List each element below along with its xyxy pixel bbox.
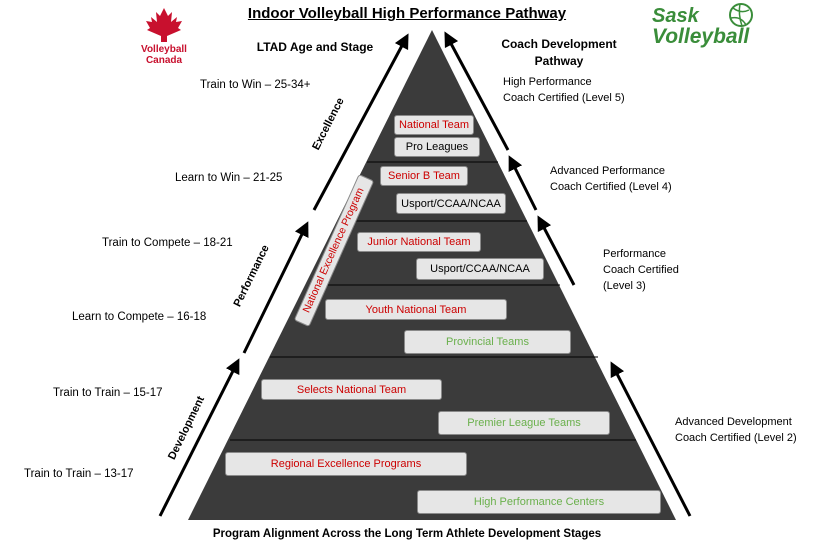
footer-caption: Program Alignment Across the Long Term A… [212, 528, 602, 540]
coach-level-2-line-2: Coach Certified (Level 2) [675, 432, 797, 444]
program-box: Usport/CCAA/NCAA [416, 258, 544, 280]
vc-logo-line-1: Volleyball [141, 44, 187, 55]
coach-level-5: High Performance Coach Certified (Level … [503, 74, 625, 106]
ltad-stage-learn-to-compete: Learn to Compete – 16-18 [72, 311, 207, 323]
program-box: Regional Excellence Programs [225, 452, 467, 476]
ltad-heading: LTAD Age and Stage [256, 40, 374, 54]
program-box: Youth National Team [325, 299, 507, 320]
program-box: High Performance Centers [417, 490, 661, 514]
volleyball-icon [729, 3, 753, 27]
coach-level-2: Advanced Development Coach Certified (Le… [675, 414, 797, 446]
ltad-stage-learn-to-win: Learn to Win – 21-25 [175, 172, 283, 184]
coach-level-3-line-3: (Level 3) [603, 280, 646, 292]
progression-arrows [158, 31, 692, 517]
arrow-coach-level-5 [444, 31, 510, 151]
coach-heading-line-2: Pathway [534, 54, 584, 68]
sask-volleyball-logo: Sask Volleyball [652, 6, 749, 48]
program-label: National Team [398, 119, 470, 131]
coach-heading-line-1: Coach Development [501, 37, 617, 51]
coach-level-3-line-2: Coach Certified [603, 264, 679, 276]
coach-level-4: Advanced Performance Coach Certified (Le… [550, 163, 672, 195]
arrow-development [158, 358, 240, 517]
program-label: Youth National Team [365, 303, 467, 316]
ltad-stage-train-to-train-13-17: Train to Train – 13-17 [24, 468, 134, 480]
coach-level-3: Performance Coach Certified (Level 3) [603, 246, 679, 294]
program-label: Regional Excellence Programs [270, 458, 422, 470]
tier-separators [230, 161, 636, 441]
program-box: Selects National Team [261, 379, 442, 400]
program-box: Pro Leagues [394, 137, 480, 157]
sask-logo-line-1: Sask [652, 5, 699, 27]
program-box: Provincial Teams [404, 330, 571, 354]
coach-heading: Coach Development Pathway [495, 36, 623, 70]
maple-leaf-icon [146, 8, 182, 42]
arrow-performance [242, 221, 309, 354]
coach-level-4-line-2: Coach Certified (Level 4) [550, 181, 672, 193]
ltad-stage-train-to-win: Train to Win – 25-34+ [200, 79, 311, 91]
program-box: Senior B Team [380, 166, 468, 186]
coach-level-4-line-1: Advanced Performance [550, 165, 665, 177]
volleyball-canada-logo: Volleyball Canada [128, 44, 200, 66]
program-label: Selects National Team [296, 383, 407, 396]
program-label: Junior National Team [367, 236, 471, 248]
program-box: Usport/CCAA/NCAA [396, 193, 506, 214]
program-label: Usport/CCAA/NCAA [430, 263, 530, 275]
coach-level-5-line-1: High Performance [503, 76, 592, 88]
ltad-stage-train-to-train-15-17: Train to Train – 15-17 [53, 387, 163, 399]
coach-level-3-line-1: Performance [603, 248, 666, 260]
program-label: Senior B Team [388, 170, 460, 182]
program-box: Premier League Teams [438, 411, 610, 435]
coach-level-2-line-1: Advanced Development [675, 416, 792, 428]
arrow-excellence [312, 33, 409, 211]
vc-logo-line-2: Canada [145, 55, 183, 66]
arrow-coach-level-3 [537, 215, 576, 286]
program-box: Junior National Team [357, 232, 481, 252]
arrow-coach-level-2 [610, 361, 692, 517]
program-label: High Performance Centers [473, 496, 605, 508]
program-label: Pro Leagues [405, 141, 469, 153]
program-label: Premier League Teams [467, 417, 581, 429]
page-title: Indoor Volleyball High Performance Pathw… [247, 5, 567, 22]
sask-logo-line-2: Volleyball [652, 25, 750, 48]
arrow-coach-level-4 [508, 155, 538, 211]
program-label: Provincial Teams [446, 336, 529, 348]
ltad-stage-train-to-compete: Train to Compete – 18-21 [102, 237, 233, 249]
program-box: National Team [394, 115, 474, 135]
coach-level-5-line-2: Coach Certified (Level 5) [503, 92, 625, 104]
program-label: Usport/CCAA/NCAA [401, 197, 501, 210]
